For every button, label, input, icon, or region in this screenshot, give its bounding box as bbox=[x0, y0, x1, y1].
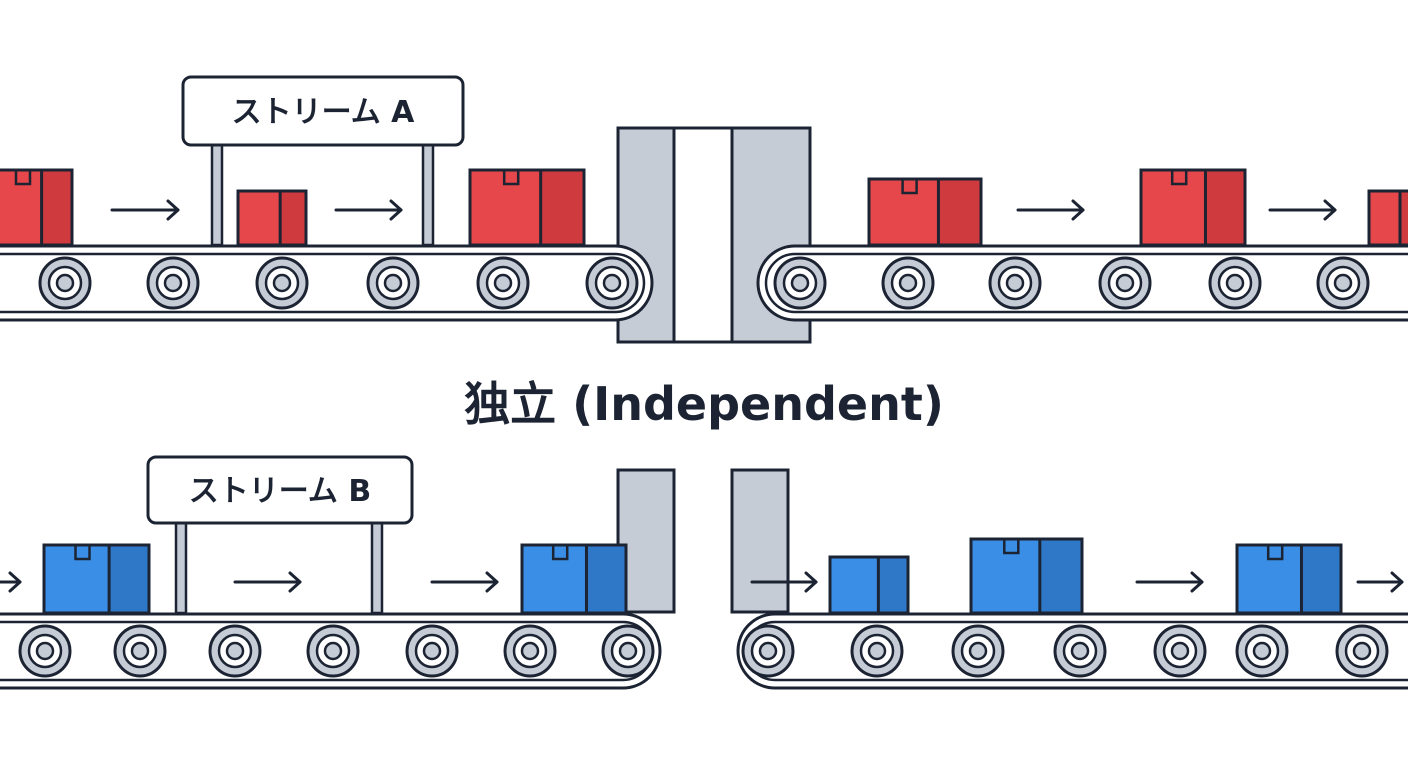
arrow-right-icon bbox=[1268, 199, 1337, 221]
conveyor-roller-icon bbox=[850, 624, 904, 678]
diagram-title: 独立 (Independent) bbox=[464, 377, 944, 431]
conveyor-roller-icon bbox=[1335, 624, 1389, 678]
conveyor-belt-a-right bbox=[756, 244, 1408, 322]
conveyor-roller-icon bbox=[1235, 624, 1289, 678]
package-box-icon bbox=[0, 168, 74, 247]
arrow-right-icon bbox=[430, 571, 499, 593]
stream-label-b: ストリーム B bbox=[189, 474, 371, 509]
arrow-right-icon bbox=[110, 199, 180, 221]
conveyor-roller-icon bbox=[255, 256, 309, 310]
conveyor-roller-icon bbox=[38, 256, 92, 310]
arrow-right-icon bbox=[233, 571, 302, 593]
conveyor-belt-b-left bbox=[0, 612, 662, 690]
package-box-icon bbox=[867, 177, 983, 247]
arrow-right-icon bbox=[1016, 199, 1085, 221]
package-box-icon bbox=[42, 543, 151, 615]
conveyor-roller-icon bbox=[146, 256, 200, 310]
stream-sign-a: ストリーム A bbox=[181, 75, 465, 247]
conveyor-belt-b-right bbox=[736, 612, 1408, 690]
package-box-icon bbox=[468, 168, 586, 247]
conveyor-roller-icon bbox=[1098, 256, 1152, 310]
conveyor-roller-icon bbox=[306, 624, 360, 678]
stream-label-a: ストリーム A bbox=[232, 95, 416, 130]
conveyor-roller-icon bbox=[405, 624, 459, 678]
stream-sign-b: ストリーム B bbox=[146, 455, 414, 615]
package-box-icon bbox=[520, 543, 628, 615]
conveyor-roller-icon bbox=[585, 256, 639, 310]
conveyor-roller-icon bbox=[18, 624, 72, 678]
package-box-icon bbox=[1367, 189, 1408, 247]
conveyor-roller-icon bbox=[881, 256, 935, 310]
conveyor-belt-a-left bbox=[0, 244, 654, 322]
package-box-icon bbox=[1139, 168, 1247, 247]
conveyor-roller-icon bbox=[366, 256, 420, 310]
conveyor-roller-icon bbox=[988, 256, 1042, 310]
conveyor-roller-icon bbox=[601, 624, 655, 678]
package-box-icon bbox=[828, 555, 910, 615]
conveyor-roller-icon bbox=[1208, 256, 1262, 310]
conveyor-roller-icon bbox=[773, 256, 827, 310]
conveyor-roller-icon bbox=[113, 624, 167, 678]
conveyor-roller-icon bbox=[951, 624, 1005, 678]
arrow-right-icon bbox=[0, 571, 22, 593]
arrow-right-icon bbox=[1135, 571, 1204, 593]
arrow-right-icon bbox=[750, 571, 818, 593]
package-box-icon bbox=[1235, 543, 1343, 615]
divider-gate-bottom bbox=[616, 468, 790, 614]
divider-gate-top bbox=[616, 126, 812, 344]
conveyor-roller-icon bbox=[1153, 624, 1207, 678]
arrow-right-icon bbox=[1356, 571, 1404, 593]
conveyor-roller-icon bbox=[503, 624, 557, 678]
conveyor-roller-icon bbox=[1053, 624, 1107, 678]
arrow-right-icon bbox=[334, 199, 403, 221]
conveyor-roller-icon bbox=[476, 256, 530, 310]
conveyor-roller-icon bbox=[1316, 256, 1370, 310]
conveyor-roller-icon bbox=[208, 624, 262, 678]
package-box-icon bbox=[969, 537, 1084, 615]
package-box-icon bbox=[236, 189, 308, 247]
conveyor-roller-icon bbox=[741, 624, 795, 678]
